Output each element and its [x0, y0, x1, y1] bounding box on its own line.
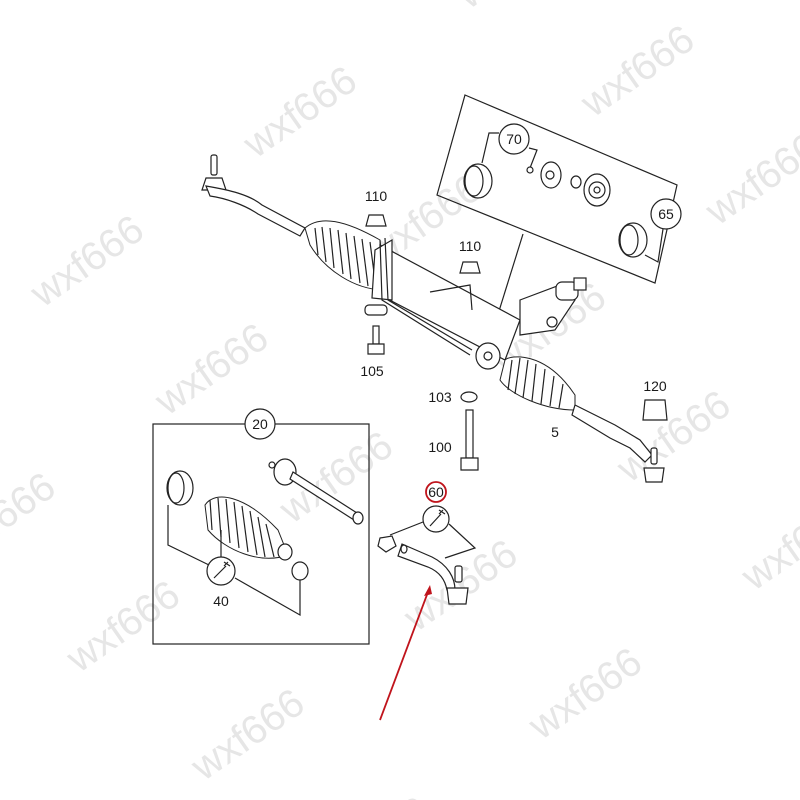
tie-rod-nut-icon [377, 535, 397, 553]
washer-103-icon [460, 391, 478, 403]
seal-ring-left-icon [463, 163, 493, 199]
kit-boot [204, 496, 289, 559]
callout-110-top: 110 [365, 188, 388, 204]
svg-text:wxf666: wxf666 [235, 58, 365, 167]
small-clamp-icon [291, 561, 309, 581]
callout-5: 5 [551, 424, 559, 440]
svg-text:wxf666: wxf666 [307, 789, 437, 800]
pinion-seal-icon [583, 173, 611, 207]
right-tie-rod-end [571, 404, 653, 463]
svg-text:wxf666: wxf666 [0, 464, 63, 573]
inner-tie-rod-kit: 20 40 [152, 408, 370, 645]
svg-text:wxf666: wxf666 [22, 207, 152, 316]
callout-60: 60 [428, 484, 444, 500]
callout-120: 120 [643, 378, 667, 394]
svg-text:wxf666: wxf666 [183, 680, 313, 789]
seal-kit-frame [436, 94, 678, 284]
svg-text:wxf666: wxf666 [697, 125, 800, 234]
callout-100: 100 [428, 439, 452, 455]
highlight-arrow [379, 591, 429, 721]
svg-text:wxf666: wxf666 [572, 17, 702, 126]
svg-text:wxf666: wxf666 [58, 572, 188, 681]
svg-text:wxf666: wxf666 [448, 0, 578, 18]
callout-circle-70 [498, 123, 530, 155]
nut-110-top-icon [365, 214, 387, 227]
svg-text:wxf666: wxf666 [146, 315, 276, 424]
pinion-icon [475, 342, 501, 370]
svg-text:wxf666: wxf666 [733, 490, 800, 599]
bolt-100-icon [465, 409, 474, 459]
callout-103: 103 [428, 389, 452, 405]
svg-text:wxf666: wxf666 [520, 639, 650, 748]
left-tie-rod-end [205, 185, 306, 237]
callout-40: 40 [213, 593, 229, 609]
callout-circle-60-highlight [425, 481, 447, 503]
seal-kit-group: 70 65 [436, 94, 682, 357]
boot-clamp-icon [166, 470, 194, 506]
outer-tie-rod-60: 60 [377, 481, 477, 721]
castle-nut-120-icon [642, 399, 668, 421]
fasteners: 110 110 105 103 100 5 120 [360, 188, 668, 471]
mount-bracket [364, 304, 388, 316]
callout-105: 105 [360, 363, 384, 379]
callout-20: 20 [252, 416, 268, 432]
callout-110-right: 110 [459, 238, 482, 254]
callout-circle-20 [244, 408, 276, 440]
bearing-icon [540, 161, 562, 189]
bolt-105-icon [372, 325, 380, 345]
seal-ring-right-icon [618, 222, 648, 258]
callout-70: 70 [506, 131, 522, 147]
steering-rack [201, 154, 665, 483]
nut-110-right-icon [459, 261, 481, 274]
callout-65: 65 [658, 206, 674, 222]
callout-circle-65 [650, 198, 682, 230]
